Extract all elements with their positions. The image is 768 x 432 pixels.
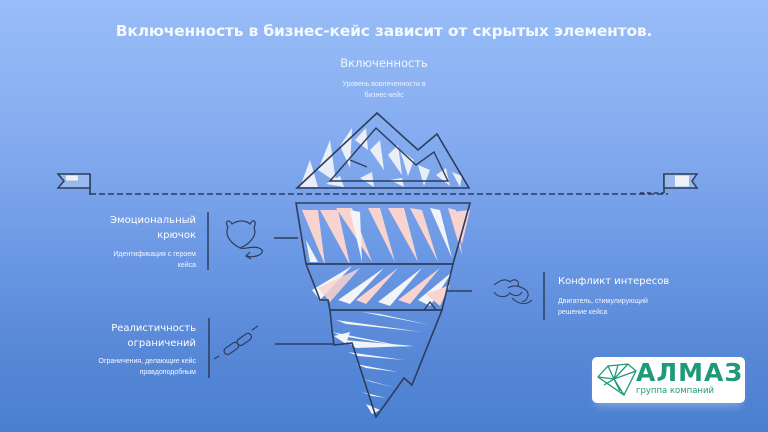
chain-link-icon <box>213 325 259 360</box>
right-flag-icon <box>640 173 699 194</box>
label-dividers <box>207 212 545 378</box>
emotional-hook-heading: Эмоциональный крючок <box>110 215 196 241</box>
connector-lines <box>274 237 472 345</box>
iceberg-layer-emotional-hook <box>295 202 472 265</box>
tip-heading: Включенность <box>340 56 428 70</box>
conflict-heading: Конфликт интересов <box>558 276 670 287</box>
iceberg-layer-constraints <box>329 309 444 419</box>
company-logo: АЛМАЗ группа компаний <box>592 357 745 403</box>
hands-tug-icon <box>493 279 533 305</box>
slide-title: Включенность в бизнес-кейс зависит от ск… <box>115 22 653 40</box>
diamond-icon <box>597 363 637 396</box>
constraints-description: Ограничения, делающие кейс правдоподобны… <box>98 358 196 376</box>
conflict-description: Двигатель, стимулирующий решение кейса <box>558 298 648 316</box>
iceberg-tip <box>294 111 471 189</box>
left-flag-icon <box>56 173 91 195</box>
logo-tagline: группа компаний <box>636 386 715 396</box>
devil-heart-icon <box>225 220 263 260</box>
logo-name: АЛМАЗ <box>636 358 744 387</box>
tip-description: Уровень вовлеченности в бизнес-кейс <box>342 81 426 99</box>
emotional-hook-description: Идентификация с героем кейса <box>113 251 196 269</box>
constraints-heading: Реалистичность ограничений <box>111 323 196 349</box>
iceberg-layer-conflict <box>305 263 454 311</box>
